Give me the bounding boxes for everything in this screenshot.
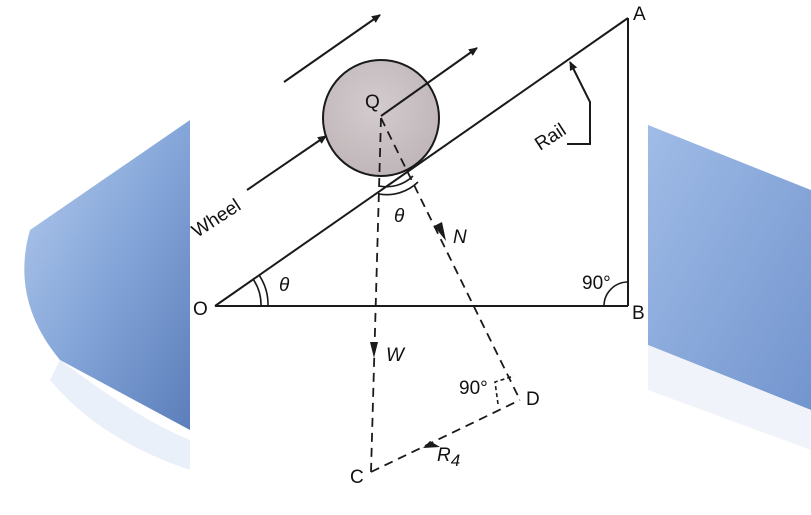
normal-line-qd: [380, 117, 521, 401]
right-angle-mark-d: [494, 375, 515, 405]
normal-force-label: N: [453, 227, 467, 248]
theta-label-o: θ: [279, 275, 290, 296]
incline-line-oa: [214, 17, 629, 307]
point-label-b: B: [632, 303, 645, 324]
wheel-pointer-arrow: [246, 135, 327, 191]
resultant-line-cd: [370, 399, 521, 473]
weight-arrowhead: [370, 342, 378, 358]
point-label-c: C: [350, 467, 364, 488]
normal-arrowhead: [434, 222, 446, 241]
point-label-d: D: [526, 389, 540, 410]
point-label-a: A: [633, 4, 646, 25]
angle-arc-o: [252, 274, 269, 307]
angle-arc-contact: [378, 175, 419, 196]
right-angle-label-d: 90°: [459, 378, 488, 399]
rail-pointer-arrow: [567, 61, 591, 145]
motion-arrow: [283, 14, 381, 83]
point-label-q: Q: [365, 92, 380, 113]
right-angle-arc-b: [603, 281, 629, 307]
resultant-arrowhead: [423, 441, 440, 448]
theta-label-contact: θ: [394, 206, 405, 227]
weight-force-label: W: [386, 345, 406, 366]
right-angle-label-b: 90°: [582, 273, 611, 294]
triangle-oab: [214, 17, 629, 307]
resultant-force-label: R4: [437, 445, 460, 470]
velocity-arrow-q: [380, 47, 478, 117]
point-label-o: O: [193, 299, 208, 320]
